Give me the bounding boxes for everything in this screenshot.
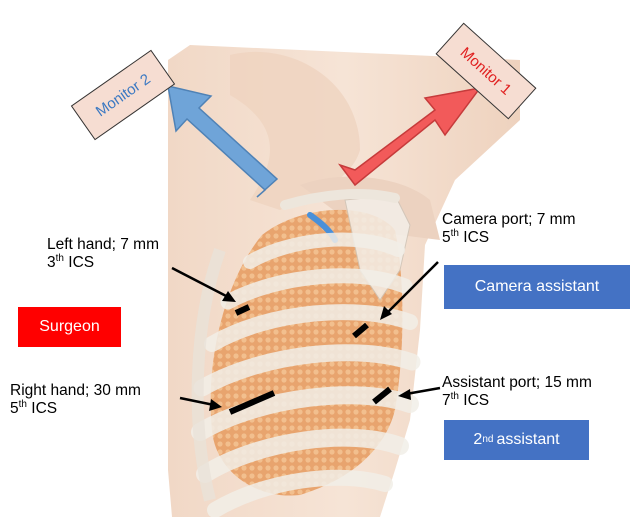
second-assistant-num: 2: [473, 431, 482, 449]
left-hand-port-label: Left hand; 7 mm 3th ICS: [47, 236, 159, 272]
second-assistant-word: assistant: [496, 431, 559, 449]
assistant-port-line2: 7th ICS: [442, 392, 592, 410]
left-hand-line2: 3th ICS: [47, 254, 159, 272]
right-hand-port-label: Right hand; 30 mm 5th ICS: [10, 382, 141, 418]
left-hand-line1: Left hand; 7 mm: [47, 236, 159, 254]
camera-assistant-label: Camera assistant: [475, 278, 600, 296]
camera-port-line1: Camera port; 7 mm: [442, 211, 576, 229]
camera-port-line2: 5th ICS: [442, 229, 576, 247]
right-hand-line2: 5th ICS: [10, 400, 141, 418]
right-hand-line1: Right hand; 30 mm: [10, 382, 141, 400]
surgeon-label: Surgeon: [39, 318, 100, 336]
assistant-port-line1: Assistant port; 15 mm: [442, 374, 592, 392]
camera-port-label: Camera port; 7 mm 5th ICS: [442, 211, 576, 247]
assistant-port-label: Assistant port; 15 mm 7th ICS: [442, 374, 592, 410]
camera-assistant-box: Camera assistant: [444, 265, 630, 309]
surgeon-box: Surgeon: [18, 307, 121, 347]
